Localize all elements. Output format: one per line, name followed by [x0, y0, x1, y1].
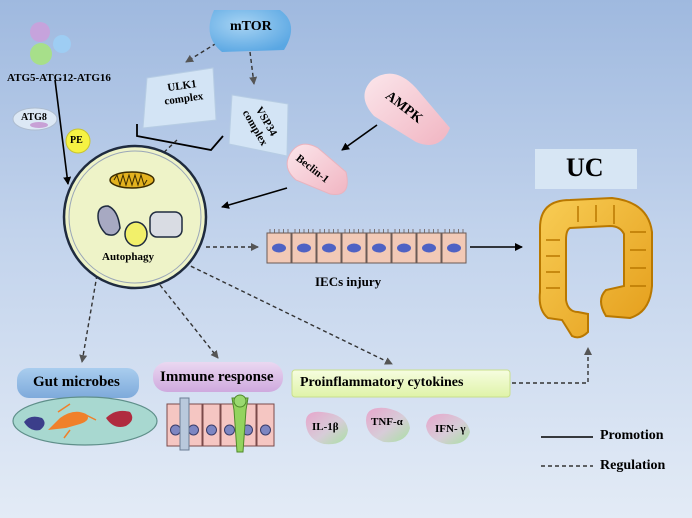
iec-microvilli [319, 229, 339, 233]
tnfa-label: TNF-α [371, 416, 403, 428]
tnfa-shape [366, 407, 410, 443]
immune-marker-blue [179, 397, 190, 451]
atg8-label: ATG8 [21, 112, 47, 123]
iec-cell [416, 232, 442, 264]
mtor-label: mTOR [230, 19, 272, 34]
il1b-shape [305, 411, 348, 445]
gut-label-box [17, 368, 139, 398]
iec-nucleus [447, 243, 461, 253]
immune-cell-nucleus [224, 424, 235, 436]
immune-response-label: Immune response [160, 369, 274, 385]
ifng-shape [426, 413, 470, 445]
iec-microvilli [344, 229, 364, 233]
pe-label: PE [70, 135, 83, 146]
iec-microvilli [444, 229, 464, 233]
iec-nucleus [372, 243, 386, 253]
legend-promotion-label: Promotion [600, 428, 664, 443]
immune-marker-green [231, 397, 249, 453]
iec-microvilli [294, 229, 314, 233]
iec-microvilli [369, 229, 389, 233]
iecs-cells [266, 229, 467, 264]
immune-cell-nucleus [206, 424, 217, 436]
immune-cell-nucleus [260, 424, 271, 436]
iec-microvilli [419, 229, 439, 233]
iec-microvilli [269, 229, 289, 233]
mtor-shape [209, 10, 292, 52]
gut-microbes-dish [12, 396, 158, 446]
immune-cells [166, 394, 275, 453]
beclin-shape [286, 143, 348, 196]
proinflam-label-box [291, 369, 511, 398]
iec-nucleus [422, 243, 436, 253]
iec-nucleus [397, 243, 411, 253]
atg-complex-label: ATG5-ATG12-ATG16 [7, 72, 111, 84]
immune-cell-nucleus [170, 424, 181, 436]
ulk1-shape [142, 67, 217, 129]
ifng-label: IFN- γ [435, 423, 466, 435]
uc-box [535, 149, 637, 189]
colon-icon [538, 196, 653, 339]
pe-circle [65, 128, 91, 154]
immune-cell-nucleus [188, 424, 199, 436]
autophagy-cell [62, 144, 208, 290]
autophagy-label: Autophagy [102, 251, 154, 263]
proinflammatory-label: Proinflammatory cytokines [300, 375, 464, 390]
vsp34-shape [228, 94, 289, 157]
legend [541, 436, 593, 467]
iec-nucleus [347, 243, 361, 253]
gut-microbes-label: Gut microbes [33, 374, 120, 390]
atg-complex-icon [30, 22, 71, 65]
il1b-label: IL-1β [312, 421, 339, 433]
ampk-shape [364, 73, 450, 145]
uc-label: UC [566, 153, 604, 182]
immune-marker-head [233, 394, 247, 408]
legend-regulation-label: Regulation [600, 458, 666, 473]
iec-cell [341, 232, 367, 264]
iecs-label: IECs injury [315, 274, 382, 289]
iec-nucleus [297, 243, 311, 253]
iec-nucleus [322, 243, 336, 253]
iec-microvilli [394, 229, 414, 233]
immune-label-box [153, 362, 283, 392]
iec-nucleus [272, 243, 286, 253]
atg8-membrane [30, 122, 48, 128]
